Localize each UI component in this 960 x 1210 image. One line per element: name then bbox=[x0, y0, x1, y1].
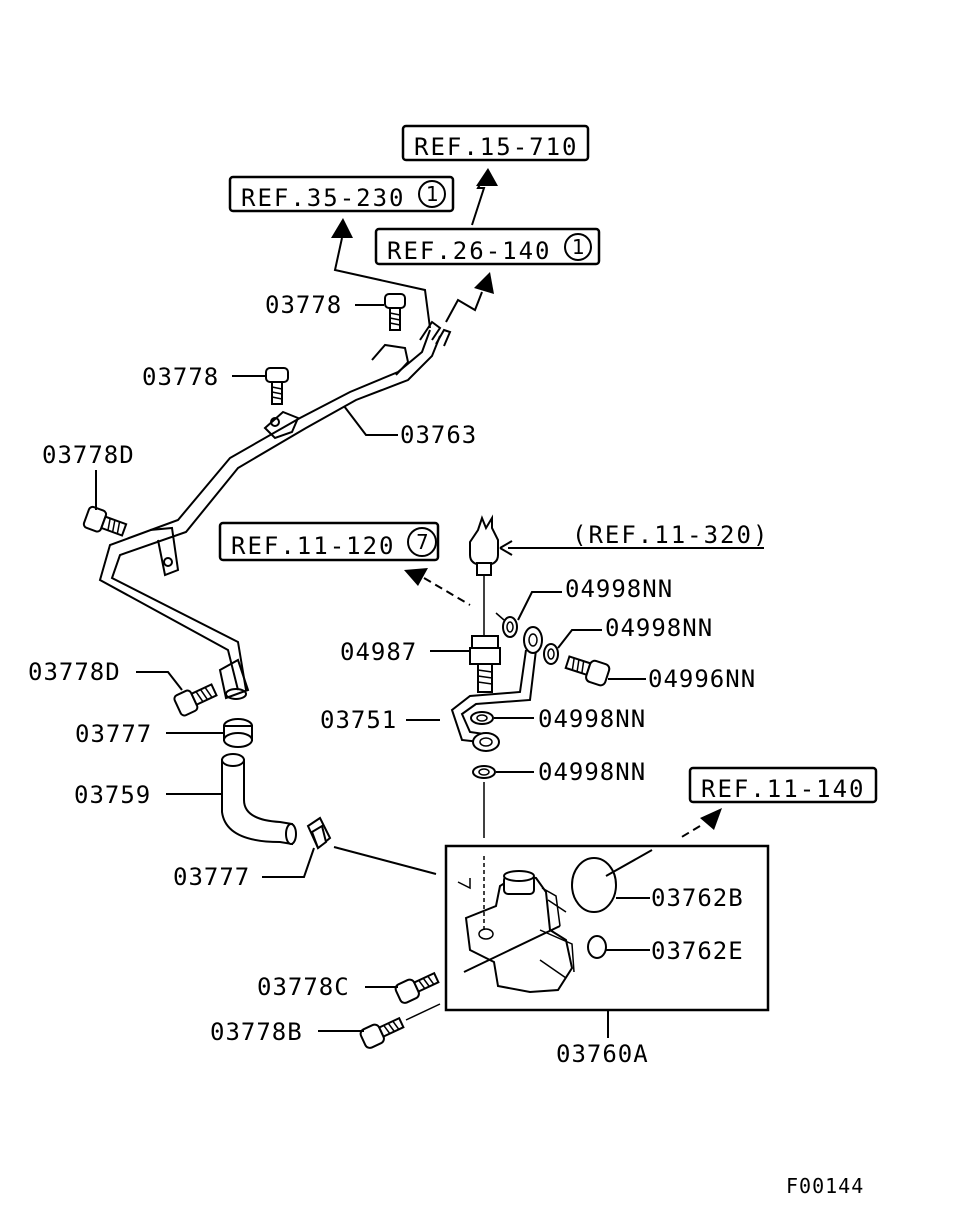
label-04998NN-2: 04998NN bbox=[605, 614, 713, 642]
circle-marker-icon bbox=[418, 180, 446, 208]
label-03763: 03763 bbox=[400, 421, 477, 449]
leader-03777-b bbox=[262, 847, 315, 878]
ref-11-120-label: REF.11-120 bbox=[231, 532, 396, 560]
pipe-03751 bbox=[450, 626, 543, 752]
ref-box-26-140[interactable]: REF.26-140 1 bbox=[374, 227, 601, 266]
sensor-ref-11-320 bbox=[469, 514, 499, 576]
label-03778B: 03778B bbox=[210, 1018, 303, 1046]
label-03762B: 03762B bbox=[651, 884, 744, 912]
circle-marker-icon bbox=[407, 527, 437, 557]
label-03778C: 03778C bbox=[257, 973, 350, 1001]
hose-03759 bbox=[221, 753, 297, 846]
label-03778-lower: 03778 bbox=[142, 363, 219, 391]
bolt-03778D-upper bbox=[82, 505, 128, 537]
union-bolt-04987 bbox=[469, 635, 501, 693]
bolt-03778D-lower bbox=[173, 683, 218, 717]
bolt-03778-upper bbox=[384, 293, 406, 331]
clamp-03777-lower bbox=[306, 816, 332, 850]
label-04987: 04987 bbox=[340, 638, 417, 666]
label-04998NN-4: 04998NN bbox=[538, 758, 646, 786]
washer-04998NN-a bbox=[502, 616, 518, 638]
ref-35-230-label: REF.35-230 bbox=[241, 184, 406, 212]
ref-11-140-label: REF.11-140 bbox=[701, 775, 866, 803]
leader-03763 bbox=[343, 405, 398, 436]
ref-11-320-label[interactable]: (REF.11-320) bbox=[572, 521, 769, 549]
ref-box-15-710[interactable]: REF.15-710 bbox=[401, 124, 590, 162]
washer-04998NN-b bbox=[543, 643, 559, 665]
washer-04998NN-c bbox=[470, 711, 494, 725]
clamp-03777-upper bbox=[223, 718, 253, 748]
leader-26-140 bbox=[445, 291, 483, 323]
label-03751: 03751 bbox=[320, 706, 397, 734]
ref-box-11-120[interactable]: REF.11-120 7 bbox=[218, 521, 440, 562]
arrowhead-11-320 bbox=[499, 540, 513, 556]
bolt-03778-lower bbox=[265, 367, 289, 405]
ref-box-11-140[interactable]: REF.11-140 bbox=[688, 766, 878, 804]
arrowhead-15-710 bbox=[476, 168, 498, 186]
housing-box-03760A bbox=[444, 844, 770, 1012]
leader-11-140 bbox=[679, 825, 701, 839]
bolt-04996NN bbox=[564, 655, 611, 687]
label-03778D-upper: 03778D bbox=[42, 441, 135, 469]
pipe-03763 bbox=[98, 320, 452, 700]
leader-sensor-washer bbox=[495, 612, 505, 621]
leader-03778D-b bbox=[136, 671, 183, 691]
washer-04998NN-d bbox=[472, 765, 496, 779]
arrowhead-11-120 bbox=[404, 568, 428, 586]
ref-26-140-circle: 1 bbox=[572, 235, 585, 259]
ref-35-230-circle: 1 bbox=[426, 182, 439, 206]
label-03760A: 03760A bbox=[556, 1040, 649, 1068]
leader-11-120 bbox=[423, 577, 471, 606]
leader-35-230 bbox=[333, 237, 431, 329]
bolt-03778B bbox=[359, 1016, 405, 1049]
label-04998NN-3: 04998NN bbox=[538, 705, 646, 733]
label-03759: 03759 bbox=[74, 781, 151, 809]
ref-15-710-label: REF.15-710 bbox=[414, 133, 579, 161]
circle-marker-icon bbox=[564, 233, 592, 261]
label-03762E: 03762E bbox=[651, 937, 744, 965]
ref-box-35-230[interactable]: REF.35-230 1 bbox=[228, 175, 455, 213]
arrowhead-26-140 bbox=[474, 272, 494, 294]
label-03777-upper: 03777 bbox=[75, 720, 152, 748]
leader-03777-housing bbox=[333, 846, 437, 875]
leader-03778B-housing bbox=[405, 1003, 441, 1021]
ref-11-120-circle: 7 bbox=[416, 530, 429, 554]
arrowhead-11-140 bbox=[700, 808, 722, 830]
label-03777-lower: 03777 bbox=[173, 863, 250, 891]
figure-code: F00144 bbox=[786, 1174, 864, 1198]
leader-04998NN-a bbox=[517, 591, 562, 621]
label-03778D-lower: 03778D bbox=[28, 658, 121, 686]
arrowhead-35-230 bbox=[331, 218, 353, 238]
ref-26-140-label: REF.26-140 bbox=[387, 237, 552, 265]
leader-04998NN-b bbox=[557, 629, 602, 649]
bolt-03778C bbox=[394, 971, 440, 1004]
label-03778-upper: 03778 bbox=[265, 291, 342, 319]
label-04998NN-1: 04998NN bbox=[565, 575, 673, 603]
label-04996NN: 04996NN bbox=[648, 665, 756, 693]
